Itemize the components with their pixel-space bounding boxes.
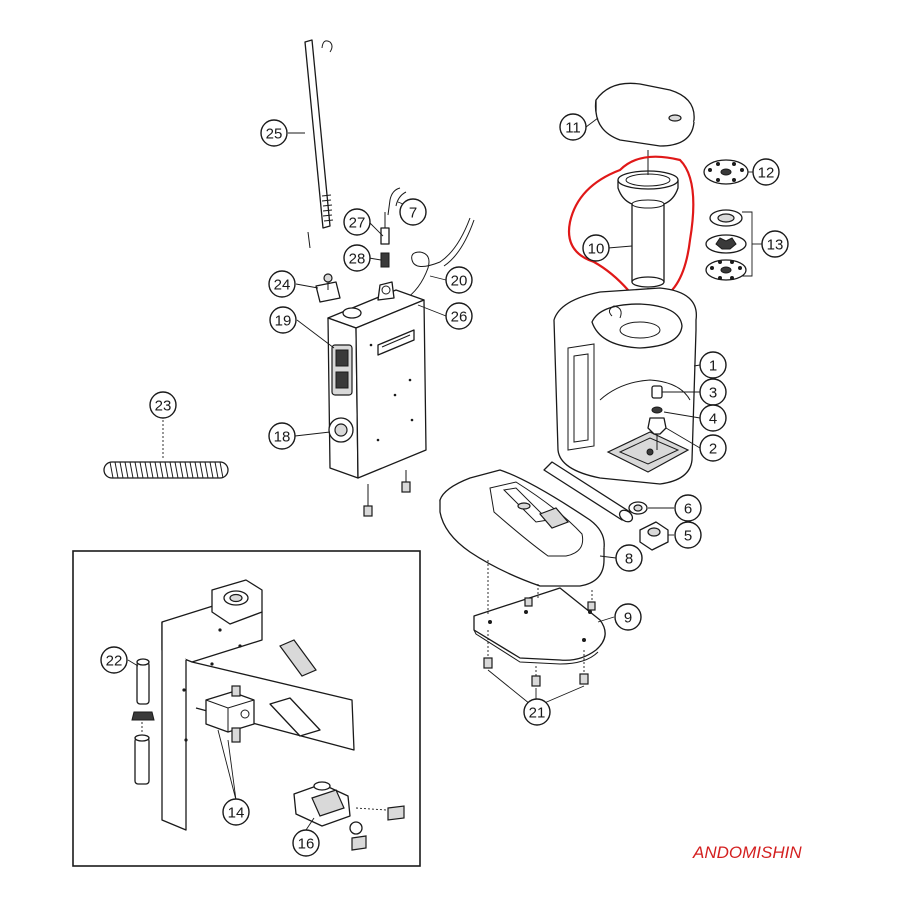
callout-number: 6 <box>684 501 692 518</box>
callout-13: 13 <box>761 230 789 258</box>
callout-number: 25 <box>266 126 283 143</box>
part-1-housing <box>553 287 697 485</box>
callout-number: 12 <box>758 165 775 182</box>
callout-number: 2 <box>709 441 717 458</box>
part-28-fitting <box>380 252 390 268</box>
part-2-valve <box>647 417 667 450</box>
inset-bracket <box>161 579 355 831</box>
part-12-disc <box>703 159 749 185</box>
part-4-ring <box>651 406 663 414</box>
callout-number: 11 <box>565 120 581 137</box>
part-5-tube <box>543 461 669 551</box>
callout-8: 8 <box>615 544 643 572</box>
callout-3: 3 <box>699 378 727 406</box>
part-11-lid <box>594 82 695 147</box>
part-7-cord <box>387 187 407 216</box>
callout-number: 22 <box>106 653 123 670</box>
callout-26: 26 <box>445 302 473 330</box>
inset-frame <box>72 550 421 867</box>
callout-number: 5 <box>684 528 692 545</box>
callout-22: 22 <box>100 646 128 674</box>
callout-28: 28 <box>343 244 371 272</box>
callout-number: 21 <box>529 705 546 722</box>
part-10-cylinder <box>617 150 679 300</box>
part-13-disc-set <box>705 209 762 281</box>
part-23-spring <box>103 420 229 479</box>
part-27-fitting <box>380 212 390 245</box>
callout-number: 28 <box>349 251 366 268</box>
callout-23: 23 <box>149 391 177 419</box>
part-21-screws <box>483 657 589 705</box>
callout-number: 8 <box>625 551 633 568</box>
control-box <box>327 281 427 517</box>
callout-2: 2 <box>699 434 727 462</box>
brand-watermark: ANDOMISHIN <box>692 843 802 862</box>
callout-14: 14 <box>222 798 250 826</box>
part-25-rod <box>304 39 334 249</box>
inset-part-22 <box>131 658 155 785</box>
inset-valve-14 <box>205 685 255 743</box>
callout-20: 20 <box>445 266 473 294</box>
part-6-washer <box>628 501 648 515</box>
callout-5: 5 <box>674 521 702 549</box>
callout-number: 18 <box>274 429 291 446</box>
callout-11: 11 <box>559 113 587 141</box>
callout-number: 27 <box>349 215 366 232</box>
callout-number: 10 <box>588 241 605 258</box>
inset-solenoid-16 <box>293 781 405 851</box>
callout-27: 27 <box>343 208 371 236</box>
callout-10: 10 <box>582 234 610 262</box>
callout-21: 21 <box>523 698 551 726</box>
callout-12: 12 <box>752 158 780 186</box>
callout-labels: 1234567891011121314161819202122232425262… <box>100 113 789 857</box>
callout-4: 4 <box>699 404 727 432</box>
part-20-hose <box>403 217 471 301</box>
callout-number: 24 <box>274 277 291 294</box>
callout-number: 23 <box>155 398 172 415</box>
callout-16: 16 <box>292 829 320 857</box>
part-9-plate <box>473 560 606 676</box>
callout-7: 7 <box>399 198 427 226</box>
callout-number: 14 <box>228 805 245 822</box>
callout-number: 13 <box>767 237 784 254</box>
callout-number: 3 <box>709 385 717 402</box>
callout-number: 1 <box>709 358 717 375</box>
part-8-base <box>439 469 605 587</box>
callout-number: 20 <box>451 273 468 290</box>
callout-19: 19 <box>269 306 297 334</box>
leader-lines <box>127 117 754 831</box>
callout-6: 6 <box>674 494 702 522</box>
callout-number: 7 <box>409 205 417 222</box>
part-3-cap <box>651 385 663 399</box>
callout-number: 19 <box>275 313 292 330</box>
callout-18: 18 <box>268 422 296 450</box>
part-24-bracket <box>315 273 341 303</box>
callout-number: 26 <box>451 309 468 326</box>
callout-24: 24 <box>268 270 296 298</box>
callout-number: 4 <box>709 411 717 428</box>
callout-25: 25 <box>260 119 288 147</box>
callout-number: 9 <box>624 610 632 627</box>
callout-1: 1 <box>699 351 727 379</box>
callout-number: 16 <box>298 836 315 853</box>
callout-9: 9 <box>614 603 642 631</box>
